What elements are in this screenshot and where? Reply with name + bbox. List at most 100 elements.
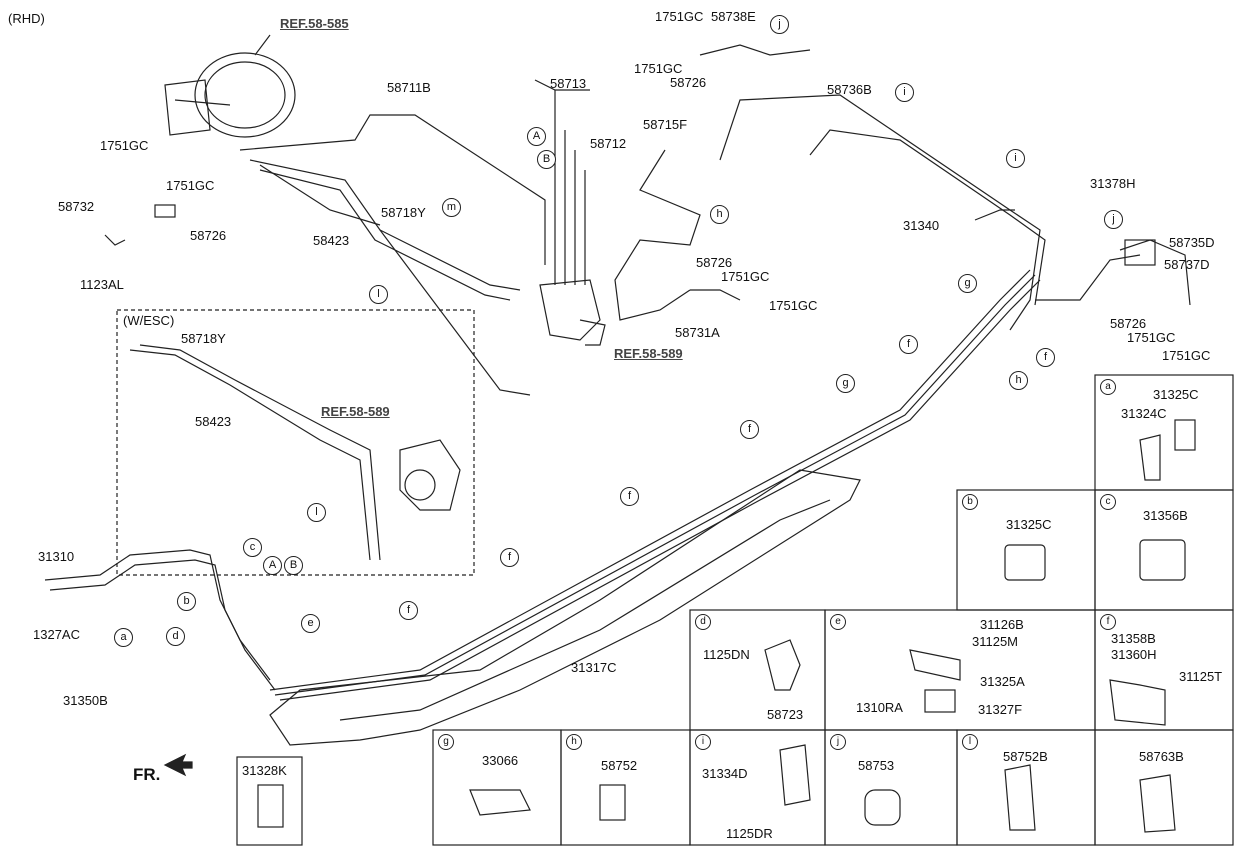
cell-letter-l[interactable]: l — [962, 734, 978, 750]
part-label[interactable]: 58711B — [387, 80, 431, 95]
callout[interactable]: A — [527, 127, 546, 146]
cell-letter-j[interactable]: j — [830, 734, 846, 750]
callout[interactable]: f — [399, 601, 418, 620]
cell-label[interactable]: 58763B — [1139, 749, 1184, 764]
cell-label[interactable]: 1125DN — [703, 647, 750, 662]
cell-label[interactable]: 31325C — [1153, 387, 1199, 402]
callout[interactable]: f — [1036, 348, 1055, 367]
callout[interactable]: h — [1009, 371, 1028, 390]
part-label[interactable]: 1751GC — [634, 61, 683, 76]
callout[interactable]: a — [114, 628, 133, 647]
part-label[interactable]: 1751GC — [769, 298, 818, 313]
part-label[interactable]: 58731A — [675, 325, 720, 340]
cell-frame-m — [1094, 729, 1234, 846]
callout[interactable]: e — [301, 614, 320, 633]
part-label[interactable]: 58726 — [1110, 316, 1147, 331]
part-label[interactable]: 58718Y — [381, 205, 426, 220]
part-label[interactable]: 58423 — [195, 414, 232, 429]
callout[interactable]: j — [1104, 210, 1123, 229]
part-label[interactable]: 1751GC — [1127, 330, 1176, 345]
part-label[interactable]: 1751GC — [166, 178, 215, 193]
cell-label[interactable]: 31324C — [1121, 406, 1167, 421]
callout[interactable]: f — [620, 487, 639, 506]
part-label[interactable]: 58738E — [711, 9, 756, 24]
part-label[interactable]: 58712 — [590, 136, 627, 151]
callout[interactable]: A — [263, 556, 282, 575]
cell-letter-g[interactable]: g — [438, 734, 454, 750]
callout[interactable]: b — [177, 592, 196, 611]
cell-letter-e[interactable]: e — [830, 614, 846, 630]
ref-abs-module-esc[interactable]: REF.58-589 — [321, 404, 390, 419]
cell-label[interactable]: 31325A — [980, 674, 1025, 689]
cell-letter-c[interactable]: c — [1100, 494, 1116, 510]
cell-label[interactable]: 31325C — [1006, 517, 1052, 532]
cell-letter-f[interactable]: f — [1100, 614, 1116, 630]
cell-label[interactable]: 58752B — [1003, 749, 1048, 764]
part-label[interactable]: 58715F — [643, 117, 688, 132]
callout[interactable]: g — [836, 374, 855, 393]
cell-label[interactable]: 58752 — [601, 758, 638, 773]
cell-label[interactable]: 33066 — [482, 753, 519, 768]
part-label[interactable]: 58737D — [1164, 257, 1210, 272]
callout[interactable]: B — [284, 556, 303, 575]
callout[interactable]: c — [243, 538, 262, 557]
cell-letter-b[interactable]: b — [962, 494, 978, 510]
cell-label[interactable]: 31327F — [978, 702, 1023, 717]
part-label[interactable]: 58718Y — [181, 331, 226, 346]
cell-letter-h[interactable]: h — [566, 734, 582, 750]
cell-label[interactable]: 31126B — [980, 617, 1024, 632]
part-label[interactable]: 1751GC — [655, 9, 704, 24]
cell-label[interactable]: 31334D — [702, 766, 748, 781]
part-label[interactable]: 58732 — [58, 199, 95, 214]
part-label[interactable]: 58735D — [1169, 235, 1215, 250]
callout[interactable]: f — [899, 335, 918, 354]
callout[interactable]: f — [740, 420, 759, 439]
part-label[interactable]: 58726 — [670, 75, 707, 90]
part-label[interactable]: 58423 — [313, 233, 350, 248]
cell-label[interactable]: 31356B — [1143, 508, 1188, 523]
callout[interactable]: h — [710, 205, 729, 224]
callout[interactable]: i — [895, 83, 914, 102]
brake-booster — [194, 52, 296, 138]
cell-label[interactable]: 31328K — [242, 763, 287, 778]
part-label[interactable]: 31310 — [38, 549, 75, 564]
part-label[interactable]: 31317C — [571, 660, 617, 675]
callout[interactable]: d — [166, 627, 185, 646]
cell-label[interactable]: 1125DR — [726, 826, 773, 841]
part-label[interactable]: 58736B — [827, 82, 872, 97]
callout[interactable]: l — [369, 285, 388, 304]
part-label[interactable]: 1123AL — [80, 277, 124, 292]
ref-booster[interactable]: REF.58-585 — [280, 16, 349, 31]
cell-frame-b — [956, 489, 1096, 611]
cell-label[interactable]: 31360H — [1111, 647, 1157, 662]
part-label[interactable]: 58726 — [696, 255, 733, 270]
cell-label[interactable]: 31358B — [1111, 631, 1156, 646]
callout[interactable]: i — [1006, 149, 1025, 168]
cell-letter-i[interactable]: i — [695, 734, 711, 750]
callout[interactable]: B — [537, 150, 556, 169]
callout[interactable]: l — [307, 503, 326, 522]
cell-letter-a[interactable]: a — [1100, 379, 1116, 395]
cell-frame-d — [689, 609, 826, 731]
callout[interactable]: f — [500, 548, 519, 567]
part-label[interactable]: 1751GC — [721, 269, 770, 284]
part-label[interactable]: 1751GC — [100, 138, 149, 153]
cell-label[interactable]: 58723 — [767, 707, 804, 722]
part-label[interactable]: 1327AC — [33, 627, 80, 642]
cell-letter-d[interactable]: d — [695, 614, 711, 630]
variant-label: (RHD) — [8, 11, 45, 26]
callout[interactable]: m — [442, 198, 461, 217]
part-label[interactable]: 1751GC — [1162, 348, 1211, 363]
callout[interactable]: j — [770, 15, 789, 34]
ref-abs-module[interactable]: REF.58-589 — [614, 346, 683, 361]
part-label[interactable]: 31340 — [903, 218, 940, 233]
part-label[interactable]: 58726 — [190, 228, 227, 243]
callout[interactable]: g — [958, 274, 977, 293]
part-label[interactable]: 31378H — [1090, 176, 1136, 191]
cell-label[interactable]: 58753 — [858, 758, 895, 773]
cell-label[interactable]: 31125T — [1179, 669, 1223, 684]
part-label[interactable]: 58713 — [550, 76, 587, 91]
cell-label[interactable]: 1310RA — [856, 700, 903, 715]
cell-label[interactable]: 31125M — [972, 634, 1019, 649]
part-label[interactable]: 31350B — [63, 693, 108, 708]
